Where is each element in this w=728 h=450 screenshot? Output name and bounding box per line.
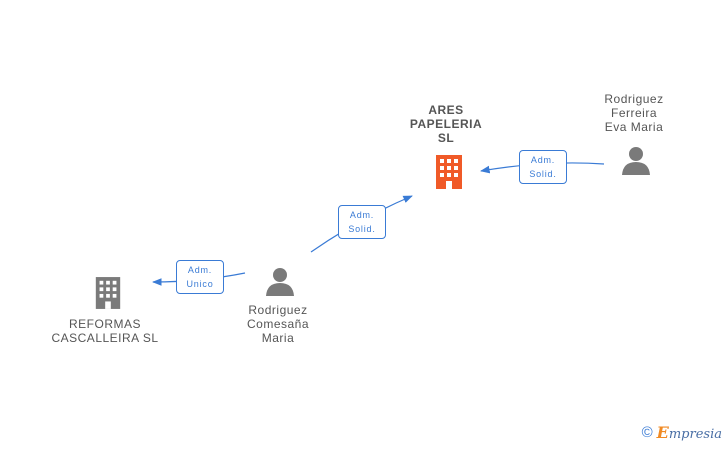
logo-initial: E xyxy=(656,423,669,442)
node-comesana-line1: Rodriguez xyxy=(248,303,308,317)
edge-label-line2: Solid. xyxy=(529,169,557,179)
node-ferreira-label[interactable]: Rodriguez Ferreira Eva Maria xyxy=(584,92,684,134)
node-ares-line1: ARES xyxy=(428,103,464,117)
node-comesana-line2: Comesaña xyxy=(246,317,310,331)
node-ares-line3: SL xyxy=(437,131,455,145)
building-icon-focus[interactable] xyxy=(433,155,465,189)
node-ferreira-line2: Ferreira xyxy=(610,106,657,120)
edge-label-line1: Adm. xyxy=(349,210,375,220)
node-ferreira-line3: Eva Maria xyxy=(604,120,664,134)
empresia-watermark: © Empresia xyxy=(642,423,722,442)
edge-label-line2: Unico xyxy=(186,279,214,289)
edge-label-comesana-reformas[interactable]: Adm. Unico xyxy=(176,260,224,294)
edge-label-line1: Adm. xyxy=(530,155,556,165)
edge-label-line1: Adm. xyxy=(187,265,213,275)
node-comesana-label[interactable]: Rodriguez Comesaña Maria xyxy=(228,303,328,345)
node-reformas-line1: REFORMAS xyxy=(68,317,141,331)
person-icon[interactable] xyxy=(621,145,651,175)
node-ares-label[interactable]: ARES PAPELERIA SL xyxy=(396,103,496,145)
logo-text: mpresia xyxy=(668,427,722,442)
building-icon[interactable] xyxy=(93,276,123,310)
node-comesana-line3: Maria xyxy=(261,331,295,345)
person-icon[interactable] xyxy=(265,266,295,296)
copyright-symbol: © xyxy=(641,424,653,441)
empresia-logo: Empresia xyxy=(657,423,722,442)
node-ferreira-line1: Rodriguez xyxy=(604,92,664,106)
edge-label-ferreira-ares[interactable]: Adm. Solid. xyxy=(519,150,567,184)
node-ares-line2: PAPELERIA xyxy=(409,117,483,131)
node-reformas-line2: CASCALLEIRA SL xyxy=(51,331,159,345)
edge-label-comesana-ares[interactable]: Adm. Solid. xyxy=(338,205,386,239)
edge-label-line2: Solid. xyxy=(348,224,376,234)
node-reformas-label[interactable]: REFORMAS CASCALLEIRA SL xyxy=(45,317,165,345)
